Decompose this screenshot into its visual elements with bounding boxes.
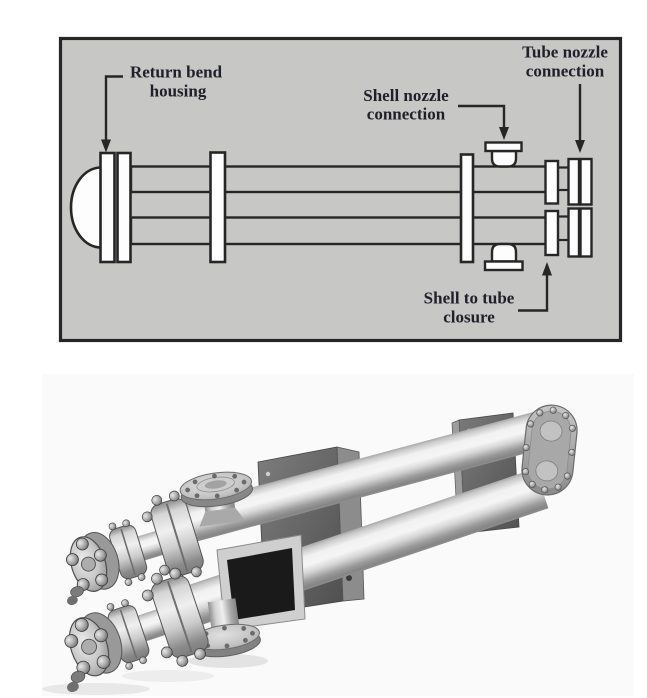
cap-bolts — [66, 537, 109, 591]
arrow-tube-nozzle-connection — [575, 84, 585, 153]
photo-upper-closure-cluster — [66, 490, 204, 605]
photo-lower-closure-cluster — [64, 567, 209, 693]
shadow-bottom-nozzle — [188, 654, 268, 668]
shell-nozzle-top-flange — [484, 141, 523, 153]
photo-top-nozzle — [179, 471, 254, 527]
flange-bolt-holes — [185, 473, 247, 499]
stud-bolt — [70, 670, 86, 683]
shadow-left — [42, 683, 150, 695]
support-plate-right — [459, 153, 475, 264]
label-shell-nozzle-line1: Shell nozzle — [363, 86, 449, 105]
label-return-bend-line2: housing — [150, 82, 207, 101]
arrow-shell-nozzle-connection — [458, 104, 509, 140]
label-tube-nozzle-line2: connection — [526, 62, 605, 81]
plate-bolt-hole — [346, 575, 352, 581]
shell-to-tube-closure-upper — [544, 159, 560, 205]
return-bend-dome — [69, 166, 103, 249]
flange-bolts — [522, 406, 576, 494]
shell-nozzle-top-body — [490, 149, 518, 168]
equipment-photo — [42, 374, 634, 696]
arrow-return-bend-housing — [101, 75, 123, 153]
flange-bolts — [141, 567, 206, 667]
photo-window-box — [216, 534, 306, 631]
return-bend-flange-1 — [99, 151, 116, 264]
support-plate-middle — [209, 151, 227, 264]
cap-hub — [81, 638, 98, 655]
cap-hub — [80, 556, 96, 572]
tube-nozzle-flange-upper-1 — [567, 157, 581, 206]
stud-bolt — [66, 595, 78, 605]
photo-return-bend-flange — [521, 404, 578, 496]
arrow-shell-to-tube-closure — [518, 262, 552, 312]
photo-window-opening — [227, 548, 295, 620]
diagram-border-box — [58, 36, 623, 343]
shell-nozzle-bottom-flange — [483, 260, 524, 272]
tube-nozzle-flange-upper-2 — [579, 157, 593, 206]
label-shell-closure-line1: Shell to tube — [424, 289, 515, 308]
label-return-bend-line1: Return bend — [130, 63, 223, 82]
label-shell-closure-line2: closure — [443, 308, 495, 327]
label-shell-nozzle-line2: connection — [367, 105, 446, 124]
stud-bolt — [67, 681, 79, 693]
stud-bolt — [70, 586, 84, 598]
flange-bolts — [108, 519, 146, 586]
photo-upper-pipe — [170, 410, 548, 546]
schematic-diagram: Return bend housing Shell nozzle connect… — [58, 36, 623, 343]
tube-nozzle-flange-lower-1 — [567, 207, 581, 258]
flange-bolts — [106, 599, 147, 670]
photo-bottom-nozzle — [191, 598, 261, 658]
plate-bolt-hole — [265, 471, 271, 477]
tube-nozzle-flange-lower-2 — [579, 207, 593, 258]
shell-nozzle-bottom-body — [490, 242, 518, 263]
shell-to-tube-closure-lower — [544, 209, 560, 257]
label-tube-nozzle-line1: Tube nozzle — [522, 43, 608, 62]
shadow-cluster — [122, 670, 214, 682]
return-bend-flange-2 — [116, 151, 132, 264]
